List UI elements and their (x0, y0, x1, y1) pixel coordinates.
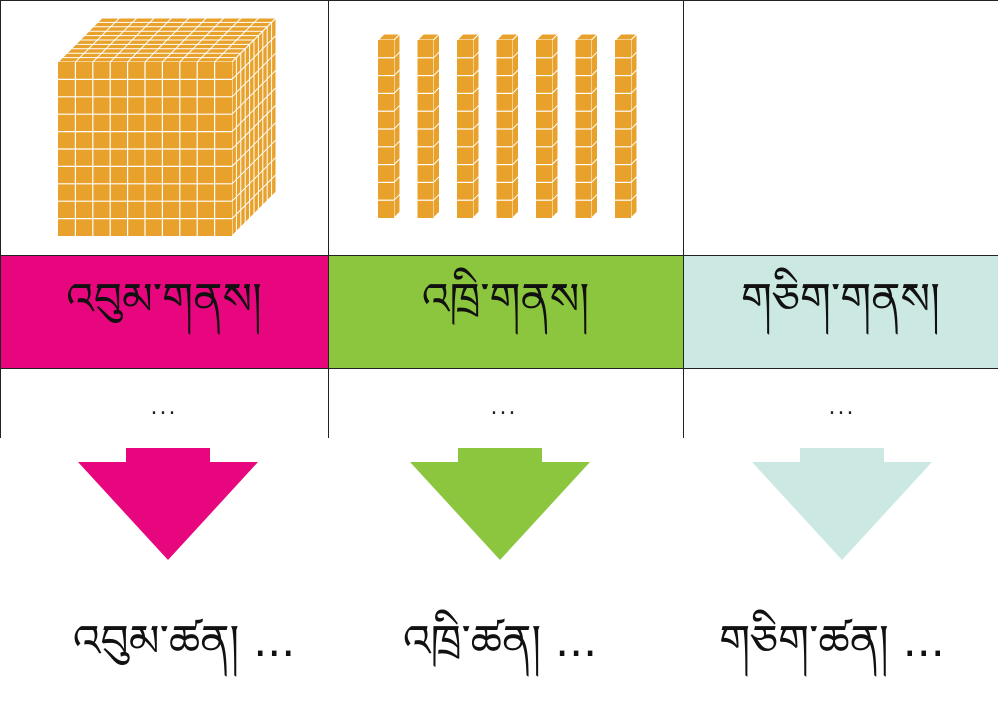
grid-line (328, 0, 329, 438)
place-value-table: འབུམ་གནས། འཁྲི་གནས། གཅིག་གནས། (0, 0, 998, 438)
header-hundreds-label: འབུམ་གནས། (66, 273, 262, 325)
grid-line (0, 368, 998, 369)
header-ones-label: གཅིག་གནས། (741, 273, 940, 325)
result-hundreds: འབུམ་ཚན། ... (72, 616, 296, 667)
grid-line (0, 0, 998, 1)
header-ones: གཅིག་གནས། (683, 255, 998, 368)
down-arrow-icon (752, 448, 932, 560)
rods-cell (328, 0, 683, 255)
empty-unit-cell (683, 0, 998, 255)
cube-cell (0, 0, 328, 255)
grid-line (0, 0, 1, 438)
result-ones: གཅིག་ཚན། ... (719, 616, 945, 667)
ten-rods-icon (376, 32, 639, 220)
header-tens-label: འཁྲི་གནས། (421, 273, 590, 325)
down-arrow-icon (410, 448, 590, 560)
hundred-cube-icon (56, 16, 278, 238)
ellipsis-tens: ... (490, 395, 518, 420)
grid-line (683, 0, 684, 438)
header-tens: འཁྲི་གནས། (328, 255, 683, 368)
ellipsis-hundreds: ... (150, 395, 178, 420)
grid-line (0, 255, 998, 256)
result-tens: འཁྲི་ཚན། ... (402, 616, 598, 667)
header-hundreds: འབུམ་གནས། (0, 255, 328, 368)
ellipsis-ones: ... (828, 395, 856, 420)
down-arrow-icon (78, 448, 258, 560)
